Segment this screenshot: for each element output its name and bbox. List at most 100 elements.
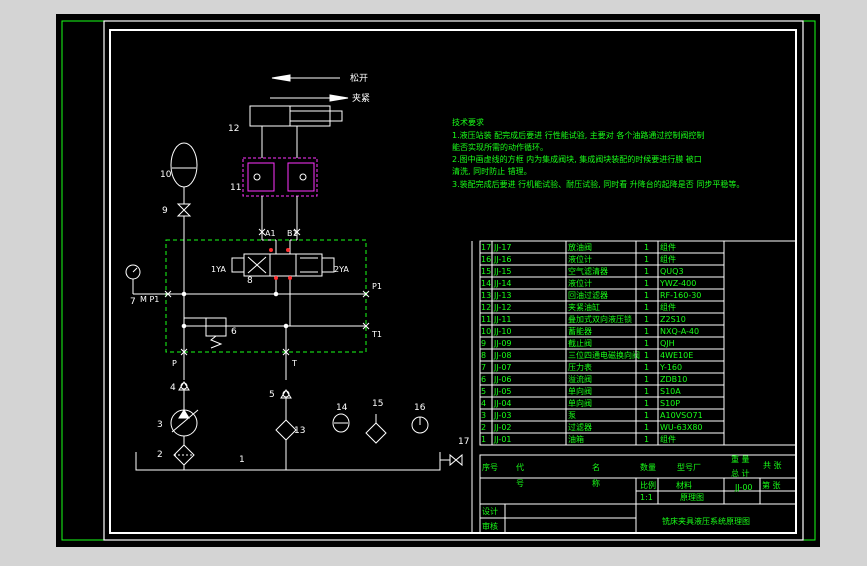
bom-cell-qty: 1: [644, 255, 649, 264]
bom-cell-no: 14: [481, 279, 491, 288]
part-label-4: 4: [170, 383, 176, 393]
part-label-13: 13: [294, 426, 305, 436]
bom-cell-code: JJ-14: [493, 279, 512, 288]
part-label-1: 1: [239, 455, 245, 465]
bom-cell-no: 1: [481, 435, 486, 444]
release-label: 松开: [350, 72, 368, 84]
clamp-label: 夹紧: [352, 92, 370, 104]
bom-cell-qty: 1: [644, 279, 649, 288]
sheet-count: 共 张: [763, 461, 782, 470]
bom-cell-model: WU-63X80: [660, 423, 703, 432]
bom-cell-name: 空气滤清器: [568, 266, 608, 276]
bom-cell-model: ZDB10: [660, 375, 687, 384]
part-label-16: 16: [414, 403, 426, 413]
solenoid-1ya-label: 1YA: [211, 265, 226, 274]
bom-cell-name: 单向阀: [568, 386, 592, 396]
bom-cell-no: 15: [481, 267, 491, 276]
model-space: [56, 14, 820, 547]
bom-cell-name: 过滤器: [568, 422, 592, 432]
port-markers: [164, 228, 370, 356]
oil-tank: [135, 452, 441, 471]
bom-cell-model: NXQ-A-40: [660, 327, 699, 336]
bom-header-name: 名: [592, 462, 600, 472]
bom-cell-code: JJ-02: [493, 423, 512, 432]
bom-cell-name: 泵: [568, 411, 576, 420]
port-t-label: T: [291, 359, 297, 368]
part-label-9: 9: [162, 206, 168, 216]
bom-cell-model: 组件: [660, 254, 676, 264]
bom-cell-name: 液位计: [568, 254, 592, 264]
total-label: 总 计: [731, 468, 750, 478]
tech-req-line: 3.装配完成后要进 行机能试验、耐压试验, 同时看 升降台的起降是否 同步平稳等…: [452, 179, 744, 189]
tech-req-line: 2.图中画虚线的方框 内为集成阀块, 集成阀块装配的时候要进行膜 被口: [452, 154, 702, 164]
bom-header-code: 代: [516, 462, 524, 472]
bom-cell-model: 组件: [660, 434, 676, 444]
bom-cell-code: JJ-16: [493, 255, 512, 264]
part-label-2: 2: [157, 450, 163, 460]
part-label-15: 15: [372, 399, 383, 409]
bom-cell-name: 蓄能器: [568, 326, 592, 336]
bom-cell-name: 油箱: [568, 434, 584, 444]
bom-cell-qty: 1: [644, 351, 649, 360]
bom-cell-no: 8: [481, 351, 486, 360]
material-label: 材料: [676, 480, 692, 490]
part-label-10: 10: [160, 170, 172, 180]
bom-cell-model: S10P: [660, 399, 680, 408]
port-a1-label: A1: [265, 229, 276, 238]
bom-cell-model: RF-160-30: [660, 291, 701, 300]
bom-cell-model: S10A: [660, 387, 681, 396]
bom-cell-model: 组件: [660, 302, 676, 312]
bom-cell-code: JJ-11: [493, 315, 512, 324]
bom-cell-code: JJ-10: [493, 327, 512, 336]
bom-cell-model: Z2S10: [660, 315, 686, 324]
bom-cell-qty: 1: [644, 243, 649, 252]
bom-header-no: 序号: [482, 462, 498, 472]
air-filter: [365, 422, 387, 444]
bom-cell-qty: 1: [644, 339, 649, 348]
bom-cell-model: QJH: [660, 339, 675, 348]
tech-req-title: 技术要求: [452, 117, 484, 127]
part-label-8: 8: [247, 276, 253, 286]
bom-cell-model: Y-160: [659, 363, 682, 372]
part-label-7: 7: [130, 297, 136, 307]
clamp-arrow-head: [329, 94, 349, 102]
tech-req-line: 清洗, 同时防止 错理。: [452, 166, 532, 176]
bom-cell-model: 组件: [660, 242, 676, 252]
bom-cell-name: 截止阀: [568, 338, 592, 348]
bom-cell-qty: 1: [644, 327, 649, 336]
bom-cell-qty: 1: [644, 291, 649, 300]
bom-cell-name: 压力表: [568, 362, 592, 372]
part-label-11: 11: [230, 183, 241, 193]
port-t1-label: T1: [371, 330, 382, 339]
bom-cell-code: JJ-03: [493, 411, 512, 420]
bom-cell-model: 4WE10E: [660, 351, 693, 360]
bom-cell-name: 单向阀: [568, 398, 592, 408]
bom-cell-no: 11: [481, 315, 491, 324]
weight-label: 重 量: [731, 454, 750, 464]
bom-cell-no: 6: [481, 375, 486, 384]
bom-cell-qty: 1: [644, 423, 649, 432]
bom-cell-qty: 1: [644, 411, 649, 420]
bom-cell-code: JJ-07: [493, 363, 512, 372]
part-label-6: 6: [231, 327, 237, 337]
bom-cell-qty: 1: [644, 435, 649, 444]
bom-cell-name: 夹紧油缸: [568, 302, 600, 312]
bom-cell-code: JJ-08: [493, 351, 512, 360]
bom-cell-no: 9: [481, 339, 486, 348]
bom-cell-code: JJ-15: [493, 267, 512, 276]
part-label-17: 17: [458, 437, 469, 447]
release-arrow-head: [271, 74, 291, 82]
checker-label: 审核: [482, 521, 498, 531]
bom-cell-no: 4: [481, 399, 486, 408]
designer-label: 设计: [482, 506, 498, 516]
bom-cell-code: JJ-12: [493, 303, 512, 312]
bom-cell-no: 12: [481, 303, 491, 312]
bom-cell-no: 10: [481, 327, 491, 336]
hydraulic-lock-block: [242, 157, 318, 197]
bom-cell-no: 16: [481, 255, 491, 264]
tech-req-line: 1.液压站装 配完成后要进 行性能试验, 主要对 各个油路通过控制阀控制: [452, 130, 704, 140]
drawing-title: 铣床夹具液压系统原理图: [662, 516, 750, 526]
scale-label: 比例: [640, 480, 656, 490]
